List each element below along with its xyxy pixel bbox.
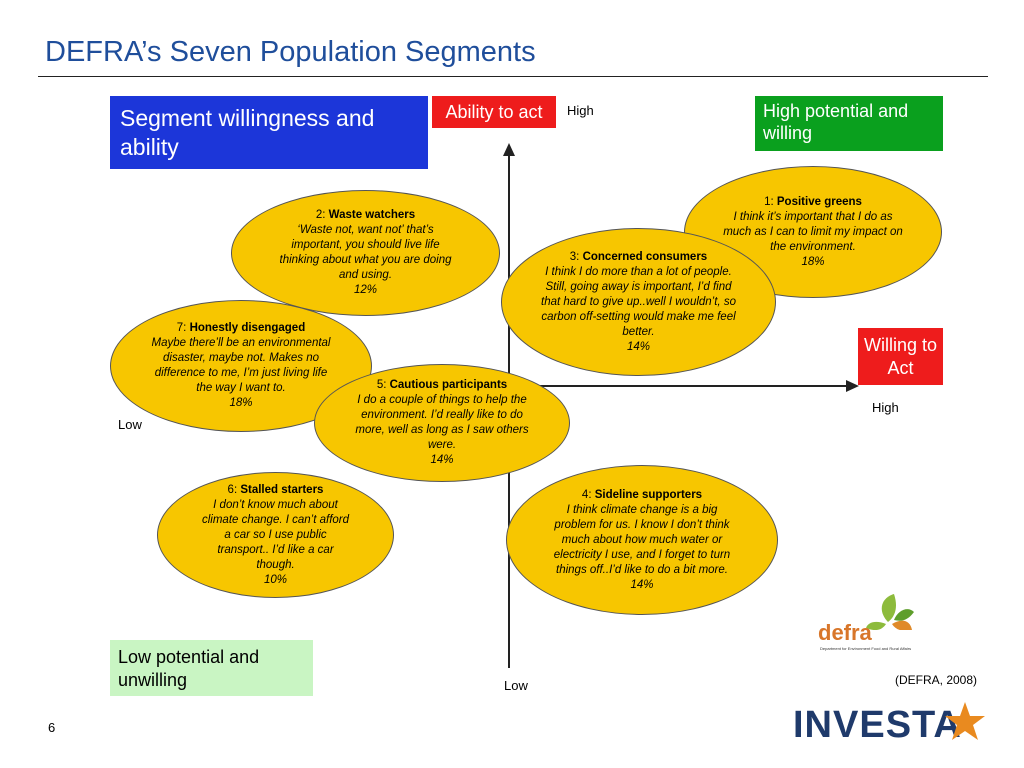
segment-number: 1: (764, 195, 774, 208)
segment-7-ellipse: 7: Honestly disengaged Maybe there’ll be… (110, 300, 372, 432)
segment-number: 6: (227, 483, 238, 496)
segment-1-ellipse: 1: Positive greens I think it’s importan… (684, 166, 942, 298)
y-axis-low-label: Low (504, 678, 528, 693)
quadrant-high-potential: High potential and willing (755, 96, 943, 151)
segment-number: 5: (376, 379, 387, 391)
segment-share: 14% (630, 578, 654, 591)
y-axis-label: Ability to act (432, 96, 556, 128)
segment-quote: I think climate change is a big problem … (553, 503, 731, 576)
segment-share: 10% (263, 573, 288, 586)
x-axis-low-label: Low (118, 417, 142, 432)
segment-quote: I think I do more than a lot of people. … (541, 265, 736, 338)
investa-logo: INVESTA (793, 702, 993, 748)
segment-quote: I do a couple of things to help the envi… (355, 394, 529, 451)
x-axis-label: Willing to Act (858, 328, 943, 385)
segment-share: 18% (229, 397, 253, 409)
segment-share: 14% (626, 340, 651, 353)
segment-5-ellipse: 5: Cautious participants I do a couple o… (314, 364, 570, 482)
segment-name: Honestly disengaged (189, 322, 306, 334)
slide-title: DEFRA’s Seven Population Segments (45, 36, 536, 68)
citation: (DEFRA, 2008) (895, 673, 978, 687)
segment-number: 4: (581, 488, 592, 501)
defra-logo: defra Department for Environment Food an… (818, 590, 914, 660)
segment-6-ellipse: 6: Stalled starters I don’t know much ab… (157, 472, 394, 598)
segment-quote: Maybe there’ll be an environmental disas… (151, 337, 331, 394)
segment-name: Waste watchers (328, 209, 416, 221)
star-icon (945, 702, 985, 740)
y-axis-high-label: High (567, 103, 594, 118)
investa-wordmark: INVESTA (793, 704, 962, 746)
segment-4-ellipse: 4: Sideline supporters I think climate c… (506, 465, 778, 615)
defra-leaf-icon (866, 594, 914, 630)
diagram-heading: Segment willingness and ability (110, 96, 428, 169)
segment-name: Stalled starters (240, 483, 324, 496)
defra-wordmark: defra (818, 620, 872, 645)
segment-name: Positive greens (776, 195, 862, 208)
segment-quote: I think it’s important that I do as much… (723, 210, 903, 253)
segment-share: 14% (430, 454, 454, 466)
page-number: 6 (48, 720, 56, 735)
segment-share: 12% (353, 284, 378, 296)
title-divider (38, 76, 988, 77)
y-axis-arrow (503, 143, 515, 156)
segment-name: Concerned consumers (582, 250, 708, 263)
segment-name: Cautious participants (389, 379, 508, 391)
segment-share: 18% (801, 255, 825, 268)
segment-name: Sideline supporters (594, 488, 703, 501)
segment-number: 7: (176, 322, 187, 334)
segment-quote: I don’t know much about climate change. … (201, 498, 350, 571)
segment-quote: ‘Waste not, want not’ that’s important, … (279, 224, 452, 281)
segment-3-ellipse: 3: Concerned consumers I think I do more… (501, 228, 776, 376)
x-axis-high-label: High (872, 400, 899, 415)
segment-number: 3: (569, 250, 580, 263)
segment-number: 2: (315, 209, 326, 221)
defra-subtitle: Department for Environment Food and Rura… (820, 646, 912, 651)
quadrant-low-potential: Low potential and unwilling (110, 640, 313, 696)
segment-2-ellipse: 2: Waste watchers ‘Waste not, want not’ … (231, 190, 500, 316)
